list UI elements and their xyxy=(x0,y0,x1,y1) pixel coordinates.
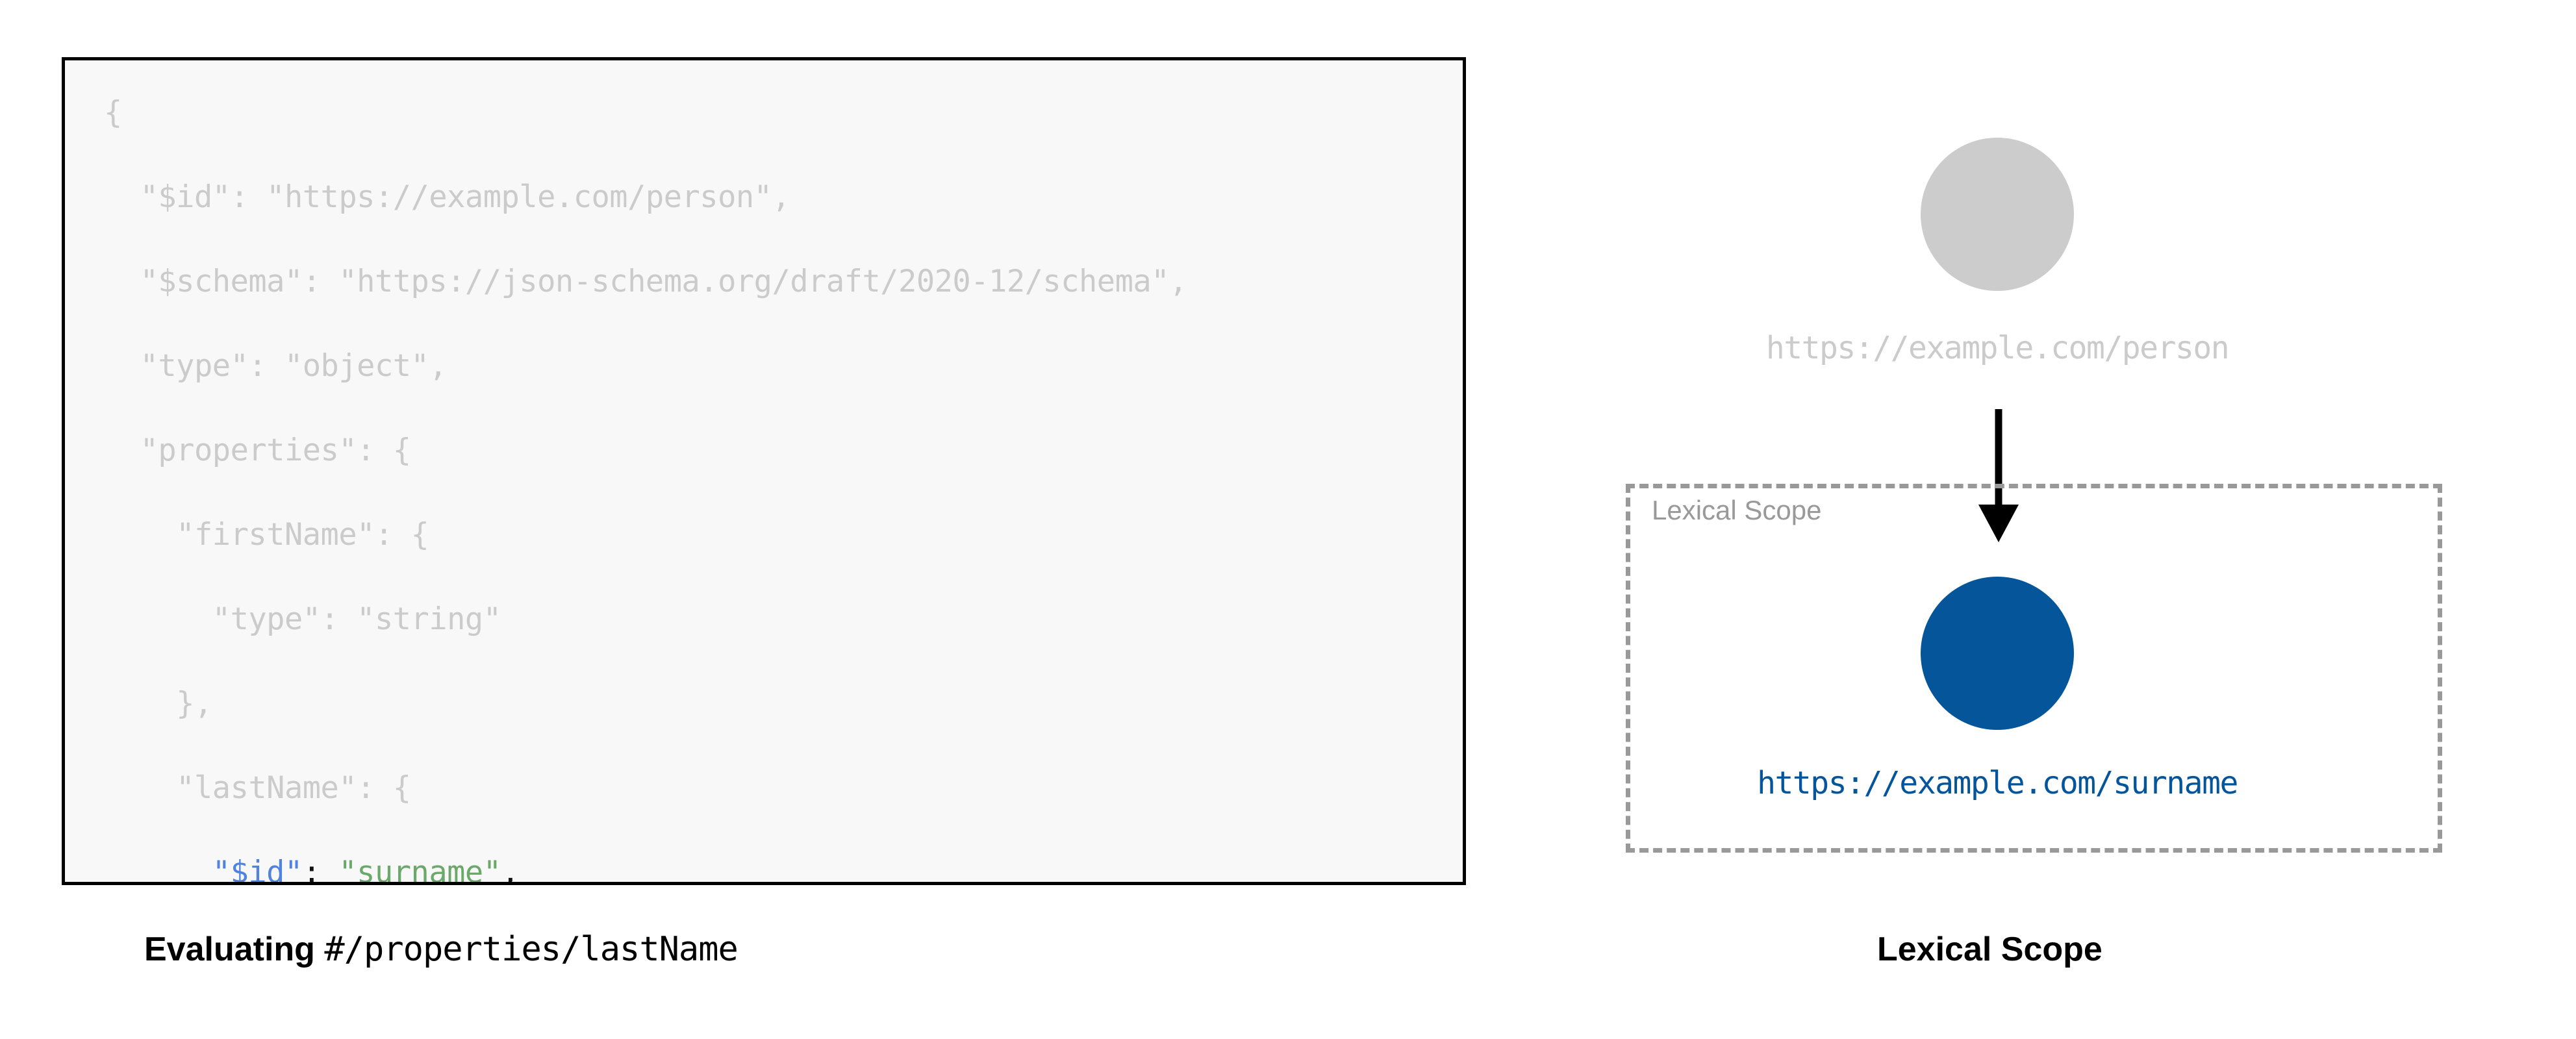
code-line: "type": "string" xyxy=(104,598,1187,640)
code-token: "$id": "https://example.com/person", xyxy=(140,179,790,215)
code-token: "type": "string" xyxy=(212,601,501,637)
lexical-scope-boundary-box xyxy=(1626,484,2442,853)
root-schema-node-label: https://example.com/person xyxy=(1765,330,2230,366)
left-caption-strong: Evaluating xyxy=(144,931,315,968)
code-line: "$schema": "https://json-schema.org/draf… xyxy=(104,260,1188,303)
code-token: }, xyxy=(176,686,212,721)
code-token: "firstName": { xyxy=(176,517,429,553)
code-line: }, xyxy=(104,682,1187,725)
left-caption: Evaluating #/properties/lastName xyxy=(144,930,739,969)
code-line: "firstName": { xyxy=(104,514,1187,556)
code-token: "$id" xyxy=(212,855,303,885)
code-token: { xyxy=(104,95,122,131)
code-line: "type": "object", xyxy=(104,345,1187,387)
code-line: { xyxy=(104,92,1187,134)
right-caption: Lexical Scope xyxy=(1877,931,2102,968)
json-schema-code-text: { "$id": "https://example.com/person", "… xyxy=(104,92,1188,885)
code-token: "lastName": { xyxy=(176,770,411,806)
downward-arrow-icon xyxy=(1978,409,2019,542)
code-line: "lastName": { xyxy=(104,767,1187,809)
json-schema-code-block: { "$id": "https://example.com/person", "… xyxy=(62,57,1466,885)
left-panel-schema-source: { "$id": "https://example.com/person", "… xyxy=(62,57,1466,969)
code-line: "$id": "https://example.com/person", xyxy=(104,176,1187,218)
surname-schema-node-label: https://example.com/surname xyxy=(1757,765,2238,801)
code-token: "$schema": "https://json-schema.org/draf… xyxy=(140,264,1188,299)
root-schema-node-circle xyxy=(1921,138,2074,291)
lexical-scope-box-label: Lexical Scope xyxy=(1652,495,1822,525)
code-token: "properties": { xyxy=(140,432,411,468)
surname-schema-node-circle xyxy=(1921,577,2074,730)
code-token: "surname" xyxy=(338,855,501,885)
code-line: "$id": "surname", xyxy=(104,851,1187,885)
code-token: , xyxy=(501,855,520,885)
code-line: "properties": { xyxy=(104,429,1187,471)
code-token: : xyxy=(302,855,339,885)
left-caption-pointer: #/properties/lastName xyxy=(324,930,738,969)
code-token: "type": "object", xyxy=(140,348,448,384)
